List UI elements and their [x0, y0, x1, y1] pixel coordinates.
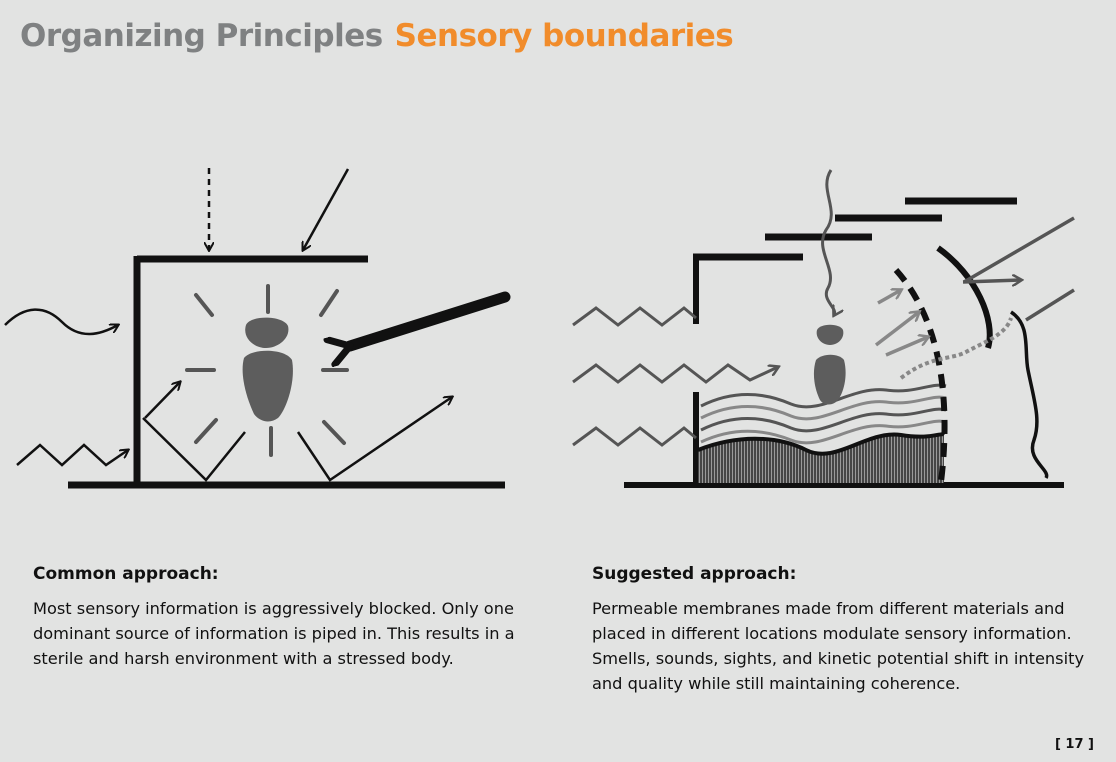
- suggested-approach-caption: Suggested approach: Permeable membranes …: [592, 564, 1092, 696]
- enclosure-walls: [68, 255, 505, 489]
- reflected-ray-left: [142, 417, 246, 482]
- common-approach-diagram: [4, 168, 511, 489]
- diagonal-arrow: [303, 168, 350, 250]
- enclosure-walls: [624, 254, 1064, 488]
- zigzag-arrow: [16, 443, 128, 467]
- grey-arrow-1: [877, 290, 901, 305]
- grey-arrow-3: [885, 337, 928, 357]
- calm-body-figure: [813, 324, 846, 405]
- wavy-vertical-line: [1009, 310, 1049, 479]
- topic-title: Sensory boundaries: [394, 18, 734, 54]
- page-header: Organizing Principles Sensory boundaries: [20, 18, 734, 54]
- diagonal-incoming-line-2: [1025, 288, 1075, 322]
- ground-edge: [697, 432, 946, 456]
- common-approach-caption: Common approach: Most sensory informatio…: [33, 564, 543, 671]
- dotted-curl-line: [899, 317, 1013, 380]
- common-approach-text: Most sensory information is aggressively…: [33, 599, 515, 668]
- grey-arrow-2: [874, 312, 919, 347]
- outgoing-arrow: [962, 280, 1021, 282]
- suggested-approach-text: Permeable membranes made from different …: [592, 599, 1085, 693]
- suggested-approach-diagram: [572, 169, 1075, 488]
- page-number: [ 17 ]: [1054, 737, 1094, 752]
- zigzag-inputs: [572, 306, 697, 447]
- dominant-source-arrow: [350, 291, 511, 346]
- suggested-approach-heading: Suggested approach:: [592, 564, 797, 584]
- stressed-body-figure: [242, 317, 293, 422]
- hatched-ground: [698, 434, 944, 483]
- section-title: Organizing Principles: [20, 18, 383, 54]
- ray-up-left: [144, 382, 180, 419]
- outer-membrane: [936, 245, 993, 349]
- wave-arrow: [4, 308, 118, 336]
- zigzag-arrow-center: [572, 363, 778, 384]
- reflected-ray-right: [296, 397, 452, 482]
- wavy-down-arrow: [821, 169, 835, 315]
- stress-lines: [185, 284, 349, 457]
- diagonal-incoming-line-1: [963, 216, 1075, 284]
- inner-dashed-membrane: [893, 267, 948, 483]
- roof-slabs: [693, 197, 1017, 261]
- common-approach-heading: Common approach:: [33, 564, 219, 584]
